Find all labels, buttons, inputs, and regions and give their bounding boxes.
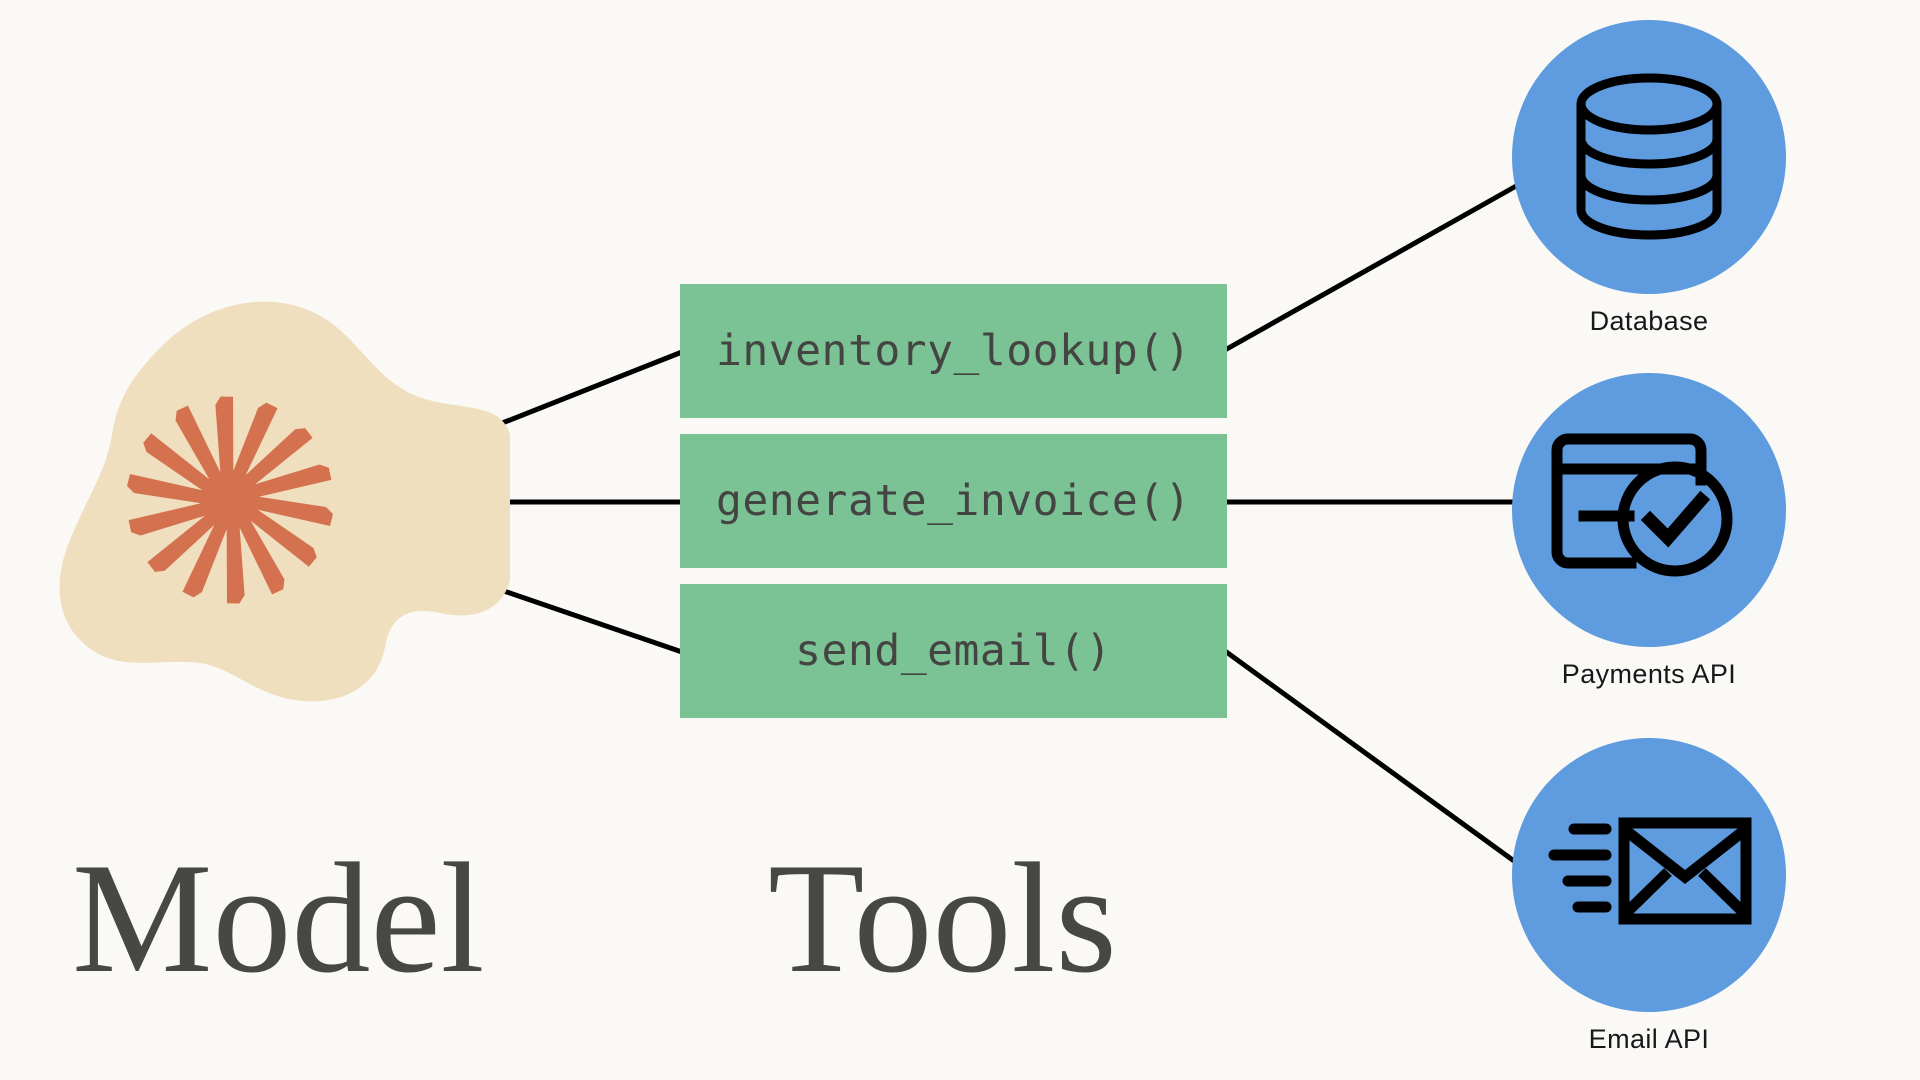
connector-inventory-lookup-to-database: [1222, 182, 1521, 353]
endpoint-label: Database: [1589, 306, 1709, 336]
model-blob-graphic: [59, 301, 510, 702]
connector-model-to-inventory-lookup: [474, 349, 685, 436]
endpoint-label: Email API: [1588, 1024, 1710, 1054]
section-title-model: Model: [72, 831, 485, 1006]
tool-box-generate-invoice[interactable]: generate_invoice(): [680, 434, 1227, 568]
tool-label: inventory_lookup(): [716, 326, 1191, 376]
endpoint-email-api[interactable]: Email API: [1512, 738, 1786, 1055]
tool-label: generate_invoice(): [716, 476, 1191, 526]
connector-send-email-to-email-api: [1222, 648, 1528, 872]
endpoint-circle[interactable]: [1512, 738, 1786, 1012]
endpoint-database[interactable]: Database: [1512, 20, 1786, 337]
endpoint-label: Payments API: [1561, 659, 1737, 689]
claude-starburst-icon: [127, 396, 333, 604]
tool-box-inventory-lookup[interactable]: inventory_lookup(): [680, 284, 1227, 418]
tool-label: send_email(): [795, 626, 1112, 676]
model-node[interactable]: [40, 295, 510, 705]
envelope-send-icon: [1548, 817, 1752, 925]
database-icon: [1576, 73, 1722, 240]
endpoint-circle[interactable]: [1512, 373, 1786, 647]
endpoint-payments-api[interactable]: Payments API: [1512, 373, 1786, 690]
credit-card-check-icon: [1551, 433, 1733, 577]
section-title-tools: Tools: [768, 831, 1117, 1006]
endpoint-circle[interactable]: [1512, 20, 1786, 294]
tool-box-send-email[interactable]: send_email(): [680, 584, 1227, 718]
